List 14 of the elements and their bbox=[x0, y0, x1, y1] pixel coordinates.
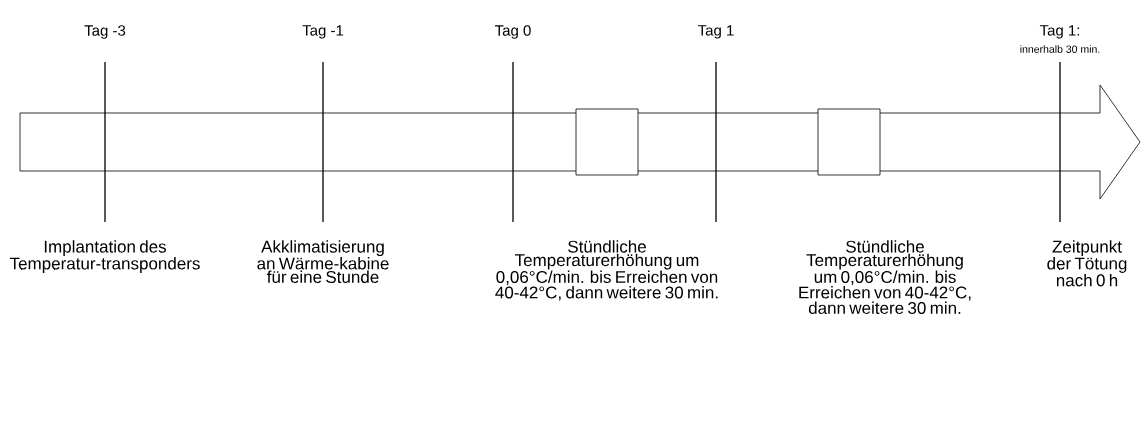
step-description: Implantation des Temperatur-transponders bbox=[9, 240, 200, 273]
time-label: Tag 1 bbox=[698, 25, 734, 39]
time-label: innerhalb 30 min. bbox=[1020, 45, 1100, 53]
time-label: Tag 1: bbox=[1039, 25, 1080, 39]
step-description: Akklimatisierung an Wärme-kabine für eine Stunde bbox=[257, 240, 389, 283]
timeline-arrow bbox=[19, 84, 1141, 200]
step-description: Stündliche Temperaturerhöhung um 0,06°C/min. bis Erreichen von 40-42°C, dann weitere 30 min. bbox=[495, 240, 718, 301]
time-label: Tag -1 bbox=[302, 25, 344, 39]
interval-box bbox=[575, 108, 639, 176]
time-label: Tag -3 bbox=[84, 25, 126, 39]
time-label: Tag 0 bbox=[495, 25, 531, 39]
interval-box bbox=[817, 108, 881, 176]
step-description: Zeitpunkt der Tötung nach 0 h bbox=[1047, 240, 1127, 287]
step-description: Stündliche Temperaturerhöhung um 0,06°C/min. bis Erreichen von 40-42°C, dann weitere 30 min. bbox=[799, 240, 971, 314]
